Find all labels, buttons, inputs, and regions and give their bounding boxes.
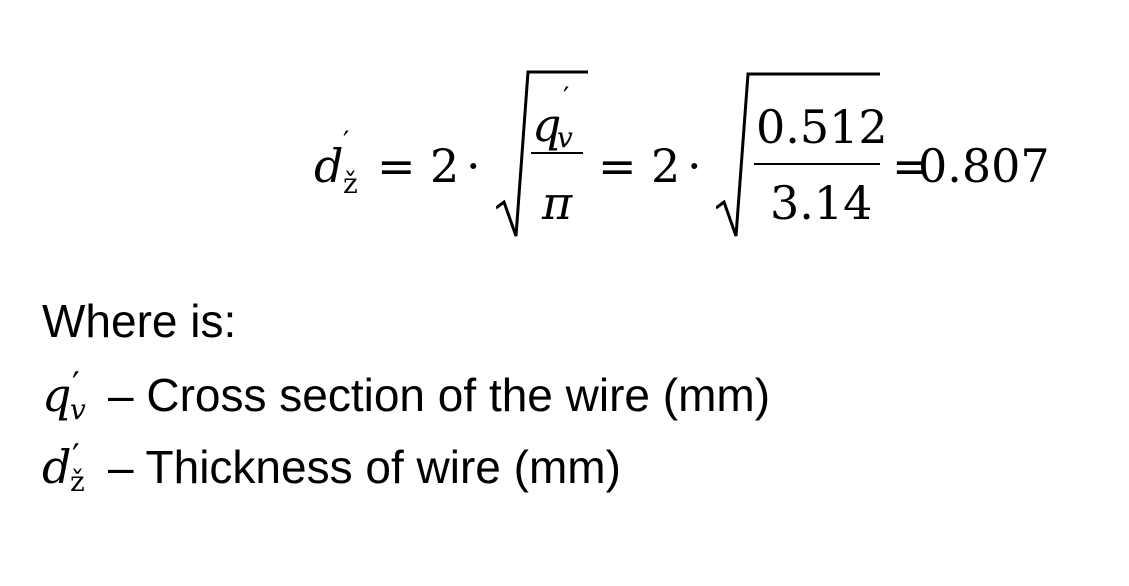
definition-text: – Thickness of wire (mm) [108,441,621,493]
dot-1: · [466,139,481,193]
numerator-1-subscript: v [557,121,573,154]
coefficient-2: 2 [651,139,681,193]
lhs-prime: ′ [343,125,350,158]
lhs-subscript: ž [343,167,358,200]
equals-2: = [598,139,637,193]
definitions-heading: Where is: [42,295,237,347]
sqrt-sign-2 [716,72,880,237]
equals-3: = [892,139,931,193]
lhs-symbol: d [314,139,344,193]
definition-subscript: ž [70,465,85,498]
definition-symbol: q [42,368,72,422]
coefficient-1: 2 [430,139,460,193]
definition-symbol: d [42,440,72,494]
definition-prime: ′ [72,365,80,405]
numerator-1-prime: ′ [563,81,570,114]
numerator-2: 0.512 [756,100,888,154]
definition-item: d ′ ž – Thickness of wire (mm) [42,440,942,504]
definition-text: – Cross section of the wire (mm) [108,369,771,421]
definition-item: q ′ v – Cross section of the wire (mm) [42,368,942,432]
equals-1: = [377,139,416,193]
dot-2: · [687,139,702,193]
denominator-2: 3.14 [770,176,873,230]
definition-prime: ′ [72,437,80,477]
result: 0.807 [918,139,1050,193]
denominator-1: π [542,176,573,230]
formula: d ′ ž = 2 · q ′ v π = 2 · 0.512 3.14 = 0… [0,0,1129,260]
fraction-bar-2 [754,163,880,165]
sqrt-sign-1 [496,70,588,237]
definition-subscript: v [70,393,86,426]
numerator-1-symbol: q [532,98,562,152]
fraction-bar-1 [531,152,583,154]
